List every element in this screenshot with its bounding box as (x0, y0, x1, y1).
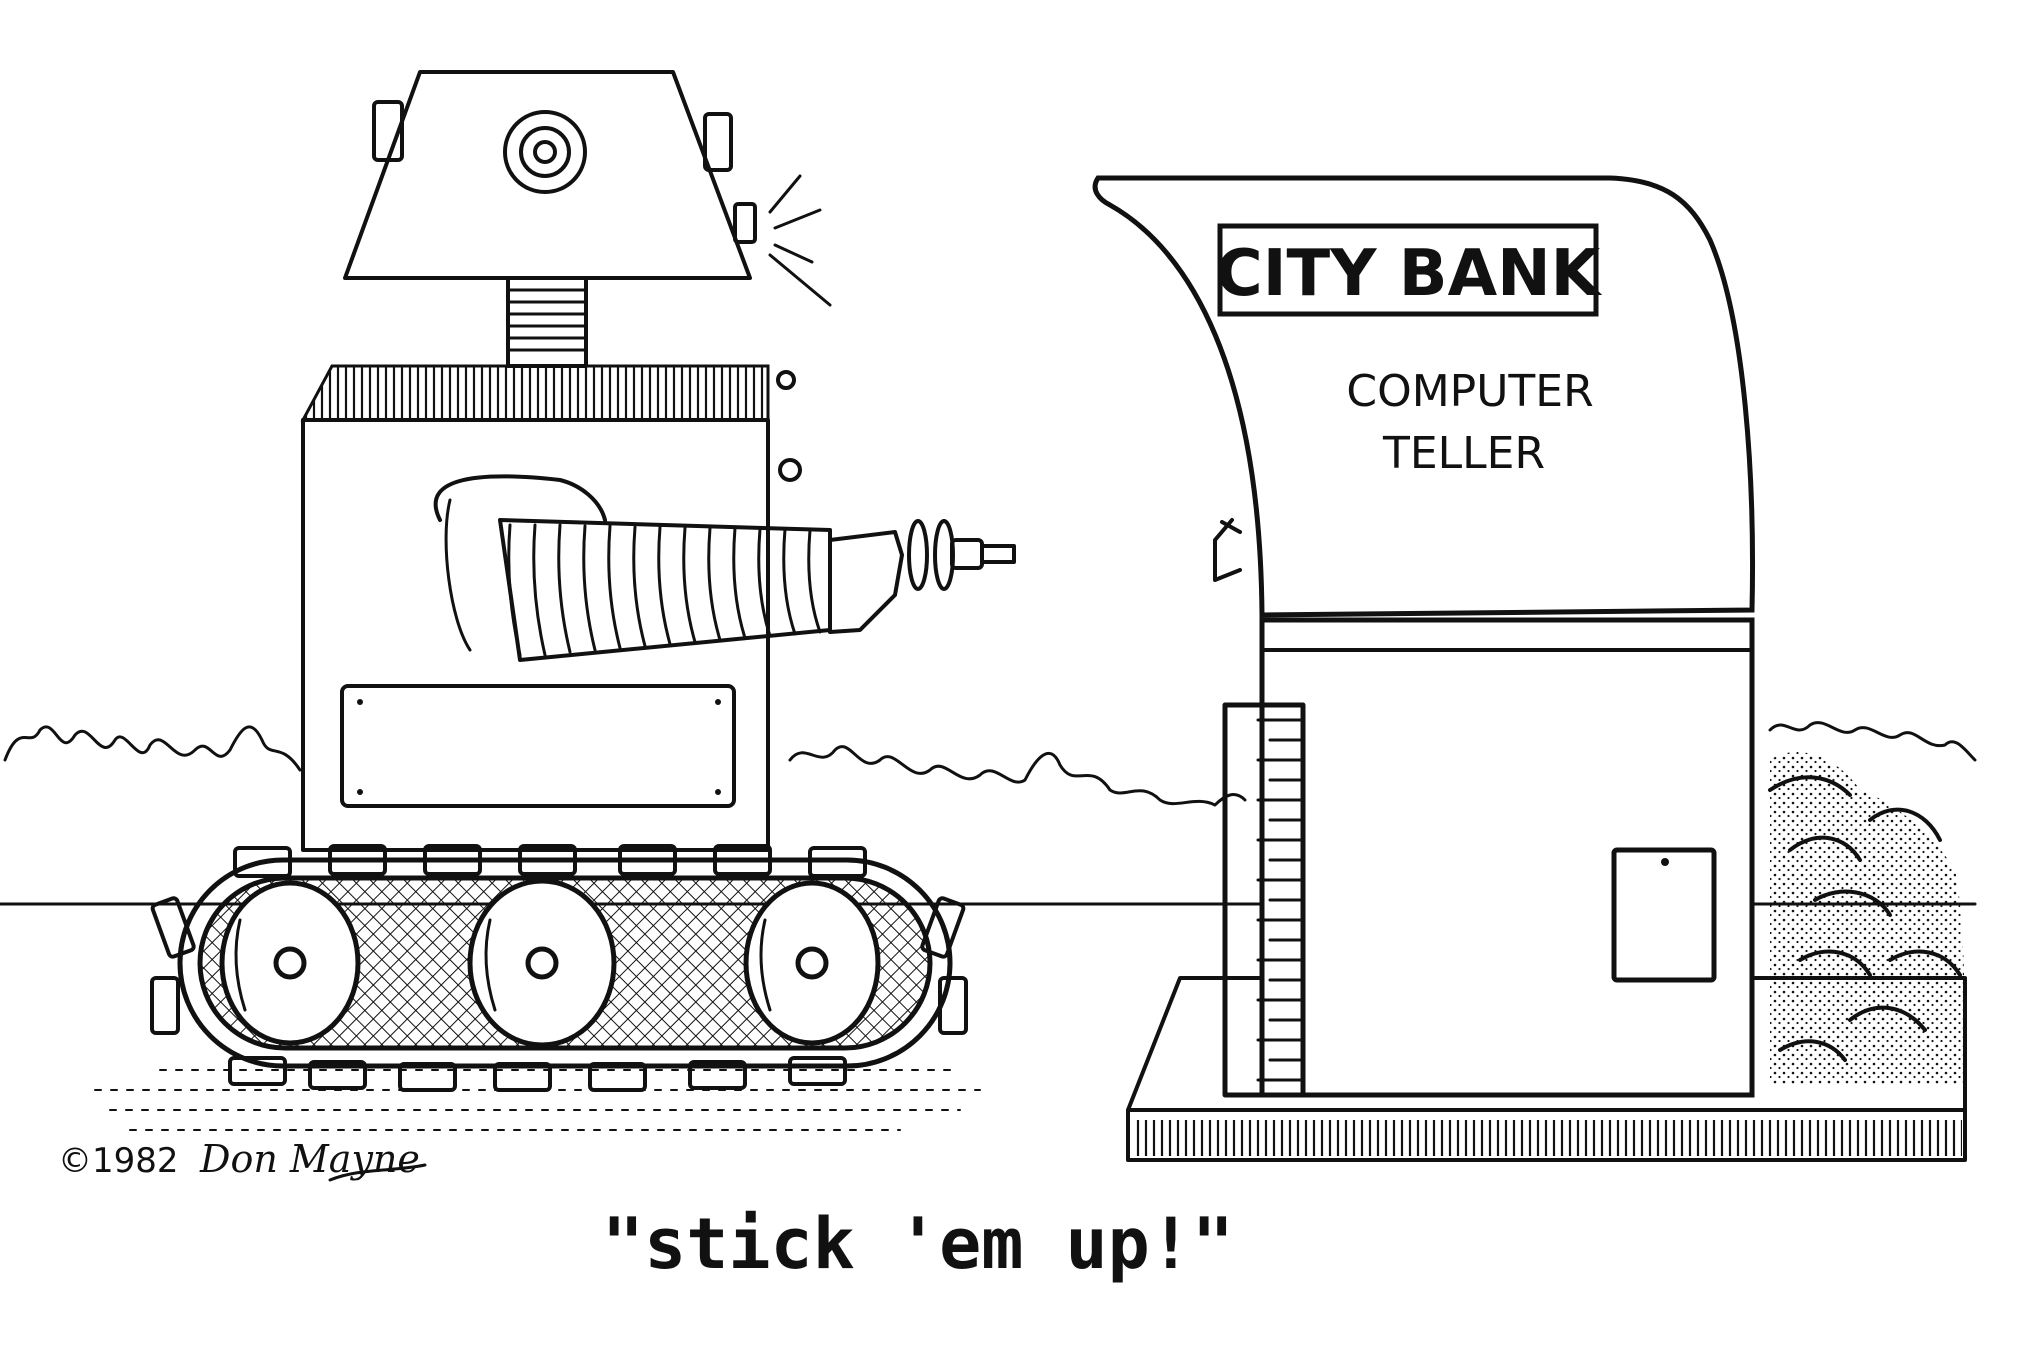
bank-sign: CITY BANK (1216, 223, 1603, 317)
teller-label: TELLER (1382, 428, 1545, 479)
cartoon-caption: "stick 'em up!" (602, 1203, 1234, 1285)
artist-signature: Don Mayne (199, 1137, 420, 1181)
bushes-middle (788, 745, 1247, 807)
dotted-shrubs (1768, 751, 1965, 1085)
robot-arm (433, 474, 1016, 662)
bushes-left (3, 725, 302, 772)
robot-head (343, 70, 832, 307)
ground-texture (94, 1069, 981, 1131)
tread-blocks-ends (150, 896, 968, 1035)
robot-tread (150, 844, 968, 1092)
tread-wheel-right (743, 880, 881, 1046)
atm-body (1222, 617, 1755, 1098)
robot-neck (506, 276, 588, 368)
card-slot-icon (1611, 847, 1717, 983)
copyright-label: ©1982 (58, 1141, 179, 1181)
robot-eye-icon (503, 110, 587, 194)
bushes-right (1768, 721, 1977, 762)
tread-wheel-left (219, 880, 361, 1046)
tread-wheel-middle (467, 878, 617, 1048)
tread-blocks-top (233, 844, 867, 878)
computer-teller-machine: CITY BANK COMPUTER TELLER (1092, 175, 1967, 1162)
robot (150, 70, 1016, 1092)
bank-name-label: CITY BANK (1216, 237, 1603, 311)
computer-label: COMPUTER (1346, 366, 1593, 417)
robot-body (300, 364, 802, 852)
tread-blocks-bottom (228, 1056, 847, 1092)
artist-credit: ©1982 Don Mayne (58, 1137, 427, 1182)
